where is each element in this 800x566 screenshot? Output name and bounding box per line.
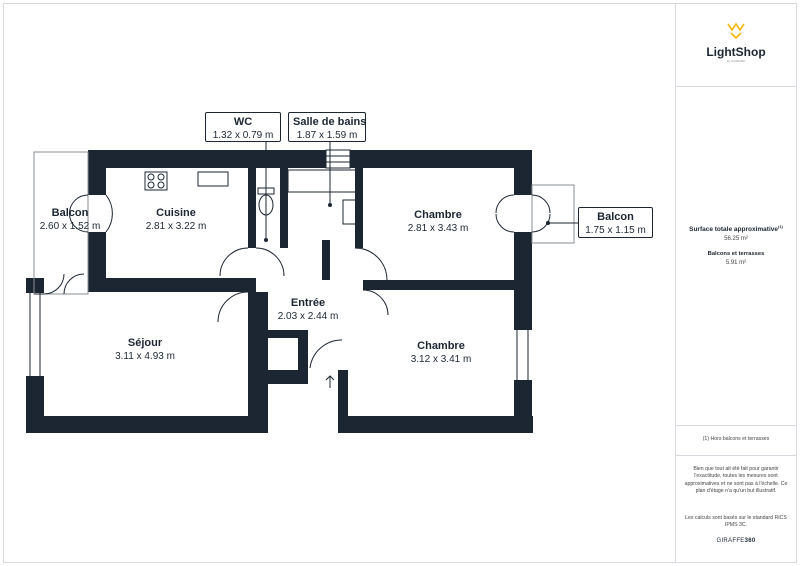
callout-dimensions: 1.87 x 1.59 m <box>296 130 358 141</box>
room-dimensions: 2.81 x 3.22 m <box>145 221 207 232</box>
room-name: Balcon <box>51 207 89 219</box>
room-name: Chambre <box>414 209 462 221</box>
sidebar-divider <box>675 425 797 426</box>
sidebar-panel <box>675 3 797 563</box>
brand-bold: 360 <box>744 538 756 544</box>
logo-tagline: by Giraffe360 <box>727 59 745 63</box>
room-dimensions: 2.03 x 2.44 m <box>277 311 339 322</box>
bathroom-callout: Salle de bains 1.87 x 1.59 m <box>288 112 366 142</box>
callout-dimensions: 1.32 x 0.79 m <box>212 130 274 141</box>
sidebar-divider <box>675 86 797 87</box>
surface-title: Surface totale approximative <box>689 226 778 234</box>
logo-name: LightShop <box>706 45 766 59</box>
callout-name: WC <box>233 116 253 128</box>
brand-light: GIRAFFE <box>716 538 745 544</box>
room-dimensions: 2.81 x 3.43 m <box>407 223 469 234</box>
disclaimer-text: Bien que tout ait été fait pour garantir… <box>684 466 788 495</box>
lightshop-logo-icon <box>727 22 745 40</box>
wc-callout: WC 1.32 x 0.79 m <box>205 112 281 142</box>
surface-summary: Surface totale approximative(1) 56.25 m²… <box>678 224 794 266</box>
room-name: Séjour <box>127 337 163 349</box>
room-dimensions: 3.12 x 3.41 m <box>410 354 472 365</box>
room-dimensions: 3.11 x 4.93 m <box>115 351 175 362</box>
footnote: (1) Hors balcons et terrasses <box>702 436 770 442</box>
giraffe360-brand: GIRAFFE360 <box>678 538 794 544</box>
room-dimensions: 2.60 x 1.52 m <box>39 221 101 232</box>
callout-dimensions: 1.75 x 1.15 m <box>585 225 646 236</box>
surface-footnote-marker: (1) <box>777 224 783 229</box>
room-name: Chambre <box>417 340 465 352</box>
balcony-callout: Balcon 1.75 x 1.15 m <box>578 207 653 238</box>
sidebar-divider <box>675 455 797 456</box>
room-name: Cuisine <box>156 207 196 219</box>
company-logo: LightShop by Giraffe360 <box>705 44 767 63</box>
callout-name: Balcon <box>597 211 634 223</box>
page-frame <box>3 3 797 563</box>
room-name: Entrée <box>290 297 326 309</box>
walls <box>26 150 533 433</box>
balcony-title: Balcons et terrasses <box>707 251 765 258</box>
balcony-value: 5.91 m² <box>725 260 747 267</box>
standard-text: Les calculs sont basés sur le standard R… <box>685 515 787 529</box>
callout-name: Salle de bains <box>293 116 367 128</box>
surface-value: 56.25 m² <box>724 236 748 243</box>
